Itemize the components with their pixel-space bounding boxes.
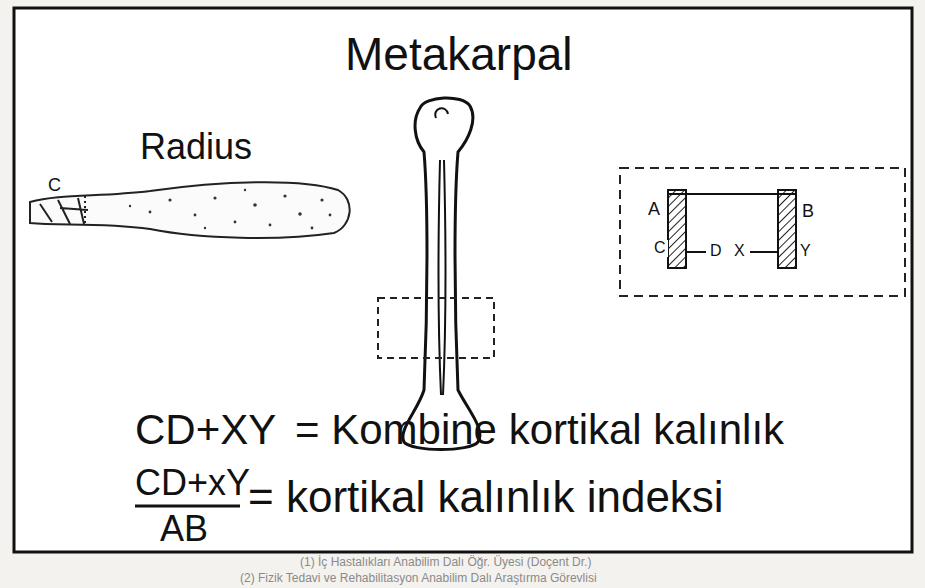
callout-letter: Y (798, 243, 813, 260)
fraction-denominator: AB (160, 510, 208, 548)
formula-definition: = kortikal kalınlık indeksi (248, 474, 724, 520)
footnote: (2) Fizik Tedavi ve Rehabilitasyon Anabi… (240, 572, 597, 585)
fraction-bar (135, 505, 240, 508)
callout-letter: D (708, 243, 724, 260)
frame (14, 8, 912, 552)
part-name: Radius (140, 128, 252, 166)
radius-texture (129, 189, 332, 230)
callout-letter: A (646, 200, 662, 219)
formula-definition: = Kombine kortikal kalınlık (295, 408, 784, 452)
radius-sketch (30, 182, 350, 238)
footnote: (1) İç Hastalıkları Anabilim Dalı Öğr. Ü… (300, 556, 591, 569)
zoom-frame (620, 168, 905, 296)
metacarpal-bone (403, 98, 480, 450)
callout-letter: B (800, 202, 816, 221)
callout-letter: X (732, 243, 747, 260)
callout-letter: C (652, 240, 668, 257)
cortex-walls (664, 190, 796, 268)
fraction-numerator: CD+xY (135, 464, 250, 502)
figure-title: Metakarpal (345, 30, 573, 78)
measure-region (378, 298, 494, 358)
formula-term: CD+XY (135, 408, 276, 452)
callout-letter: C (48, 176, 61, 195)
